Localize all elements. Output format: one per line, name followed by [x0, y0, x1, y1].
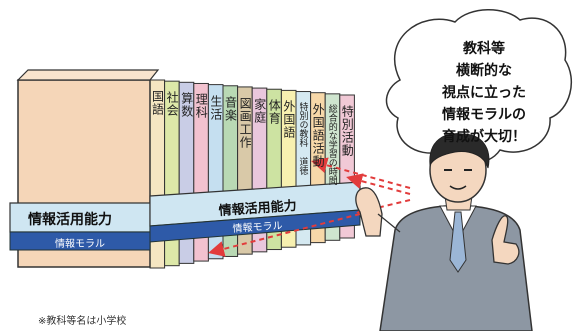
speech-bubble-text: 教科等 横断的な 視点に立った 情報モラルの 育成が大切！: [409, 38, 559, 148]
subject-label: 外国語活動: [311, 102, 326, 168]
bubble-line: 横断的な: [456, 63, 512, 79]
subject-label: 理科: [194, 93, 209, 120]
subject-label: 特別活動: [340, 105, 355, 157]
teacher-illustration: [355, 133, 533, 332]
info-moral-band: [9, 209, 361, 251]
bubble-line: 情報モラルの: [442, 107, 526, 123]
info-moral-label-front: 情報モラル: [55, 239, 105, 250]
subject-label: 生活: [208, 94, 223, 121]
subject-label: 音楽: [223, 95, 238, 122]
footnote: ※教科等名は小学校: [38, 316, 127, 327]
info-literacy-label-front: 情報活用能力: [28, 212, 112, 228]
pointing-arrows: [208, 157, 411, 257]
subject-label: 図画工作: [238, 96, 253, 149]
subject-label: 特別の教科 道徳: [297, 101, 308, 175]
subject-label: 国語: [150, 90, 165, 116]
subject-label: 家庭: [252, 98, 267, 125]
subject-label: 社会: [165, 91, 180, 118]
subject-label: 外国語: [281, 100, 296, 140]
subject-label: 体育: [267, 99, 282, 126]
bubble-line: 視点に立った: [442, 85, 526, 101]
subject-label: 総合的な学習の時間: [326, 103, 337, 185]
subject-label: 算数: [179, 92, 194, 119]
bubble-line: 育成が大切！: [442, 129, 526, 145]
bubble-line: 教科等: [463, 41, 505, 57]
